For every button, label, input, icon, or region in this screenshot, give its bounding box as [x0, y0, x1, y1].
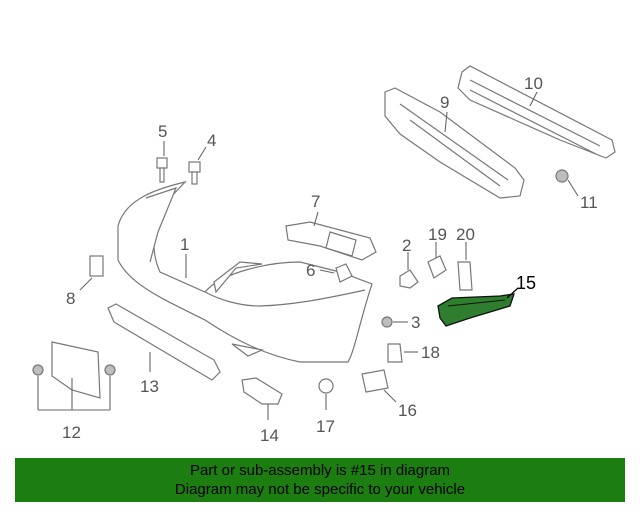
callout-16: 16: [398, 401, 417, 420]
callout-6: 6: [306, 261, 315, 280]
part-12-license-bracket: [32, 341, 116, 411]
part-8-bracket: [79, 255, 104, 291]
callout-7: 7: [311, 192, 320, 211]
part-7-bracket: [285, 211, 377, 261]
part-1-bumper-cover: [117, 180, 373, 363]
callout-4: 4: [207, 131, 216, 150]
callout-1: 1: [180, 235, 189, 254]
callout-11: 11: [580, 193, 598, 212]
callout-10: 10: [524, 74, 543, 93]
part-19-clip: [427, 242, 447, 279]
part-10-reinforcement: [457, 65, 616, 159]
callout-12: 12: [62, 423, 81, 442]
part-18-clip: [387, 343, 418, 363]
callout-8: 8: [66, 289, 75, 308]
part-2-retainer: [399, 252, 419, 289]
part-14-cover: [241, 377, 283, 420]
part-15-highlighted: [437, 287, 519, 327]
callout-19: 19: [428, 225, 447, 244]
callout-9: 9: [440, 93, 449, 112]
callout-2: 2: [402, 236, 411, 255]
part-9-absorber: [384, 87, 525, 199]
part-4-screw: [188, 146, 207, 185]
callout-13: 13: [140, 377, 159, 396]
part-3-screw: [381, 316, 408, 328]
part-13-grille: [107, 303, 221, 381]
part-20-bracket: [457, 242, 473, 291]
notice-banner: Part or sub-assembly is #15 in diagram D…: [15, 458, 625, 502]
callout-14: 14: [260, 426, 279, 445]
part-5-screw: [156, 141, 168, 183]
callout-5: 5: [158, 122, 167, 141]
part-6-clip: [319, 263, 353, 283]
part-16-sensor: [361, 369, 397, 403]
part-17-cap: [318, 378, 334, 410]
callout-20: 20: [456, 225, 475, 244]
callout-17: 17: [316, 417, 335, 436]
part-11-clip: [555, 169, 579, 197]
callout-18: 18: [421, 343, 440, 362]
notice-line-2: Diagram may not be specific to your vehi…: [174, 481, 466, 498]
callout-3: 3: [411, 313, 420, 332]
callout-15: 15: [516, 273, 536, 293]
notice-line-1: Part or sub-assembly is #15 in diagram: [189, 462, 451, 479]
